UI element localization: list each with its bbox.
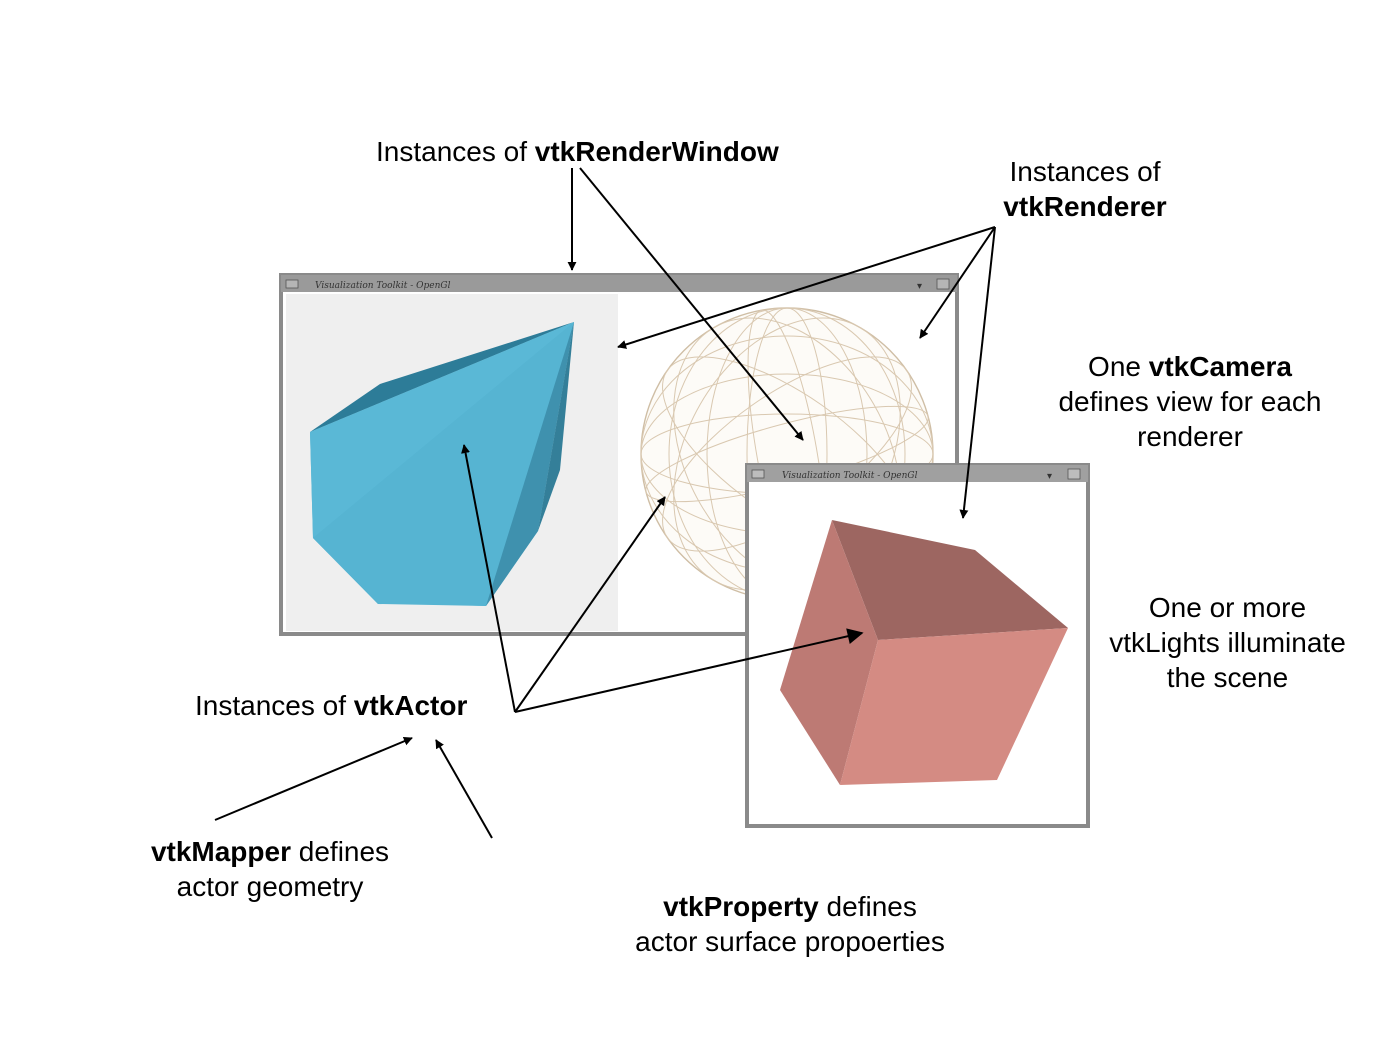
lights-label-line1: One or more [1148, 592, 1307, 623]
lights-label: One or more vtkLights illuminate the sce… [1085, 590, 1370, 695]
small-window-title: Visualization Toolkit - OpenGl [782, 471, 918, 481]
actor-label-class: vtkActor [353, 690, 468, 721]
maximize-icon [936, 278, 950, 290]
renderer-label-line1: Instances of [1009, 156, 1161, 187]
lights-label-line3: the scene [1166, 662, 1289, 693]
camera-label-class: vtkCamera [1148, 351, 1292, 382]
mapper-label-line2: actor geometry [176, 871, 364, 902]
property-label-class: vtkProperty [663, 891, 819, 922]
small-render-window: Visualization Toolkit - OpenGl ▾ [745, 463, 1090, 828]
mapper-label-suffix: defines [290, 836, 390, 867]
actor-label-prefix: Instances of [195, 690, 354, 721]
annotation-arrows [214, 167, 996, 839]
maximize-icon [1067, 468, 1081, 480]
render-window-label: Instances of vtkRenderWindow [376, 134, 779, 169]
cube-actor [780, 520, 1068, 785]
renderer-label-class: vtkRenderer [1003, 191, 1167, 222]
minimize-icon: ▾ [917, 281, 922, 292]
cone-actor [310, 322, 574, 606]
render-window-label-class: vtkRenderWindow [534, 136, 779, 167]
camera-label-prefix: One [1088, 351, 1149, 382]
property-label-suffix: defines [818, 891, 917, 922]
lights-label-line2: vtkLights illuminate [1109, 627, 1346, 658]
main-render-window: Visualization Toolkit - OpenGl ▾ [279, 273, 959, 636]
minimize-icon: ▾ [1047, 471, 1052, 482]
camera-label-line3: renderer [1137, 421, 1243, 452]
camera-label: One vtkCamera defines view for each rend… [1030, 349, 1350, 454]
mapper-label-class: vtkMapper [150, 836, 291, 867]
actor-label: Instances of vtkActor [195, 688, 467, 723]
render-window-label-prefix: Instances of [376, 136, 535, 167]
main-window-title: Visualization Toolkit - OpenGl [315, 281, 451, 291]
property-label-line2: actor surface propoerties [635, 926, 945, 957]
camera-label-line2: defines view for each [1058, 386, 1322, 417]
renderer-label: Instances of vtkRenderer [985, 154, 1185, 224]
mapper-label: vtkMapper defines actor geometry [125, 834, 415, 904]
property-label: vtkProperty defines actor surface propoe… [600, 889, 980, 959]
